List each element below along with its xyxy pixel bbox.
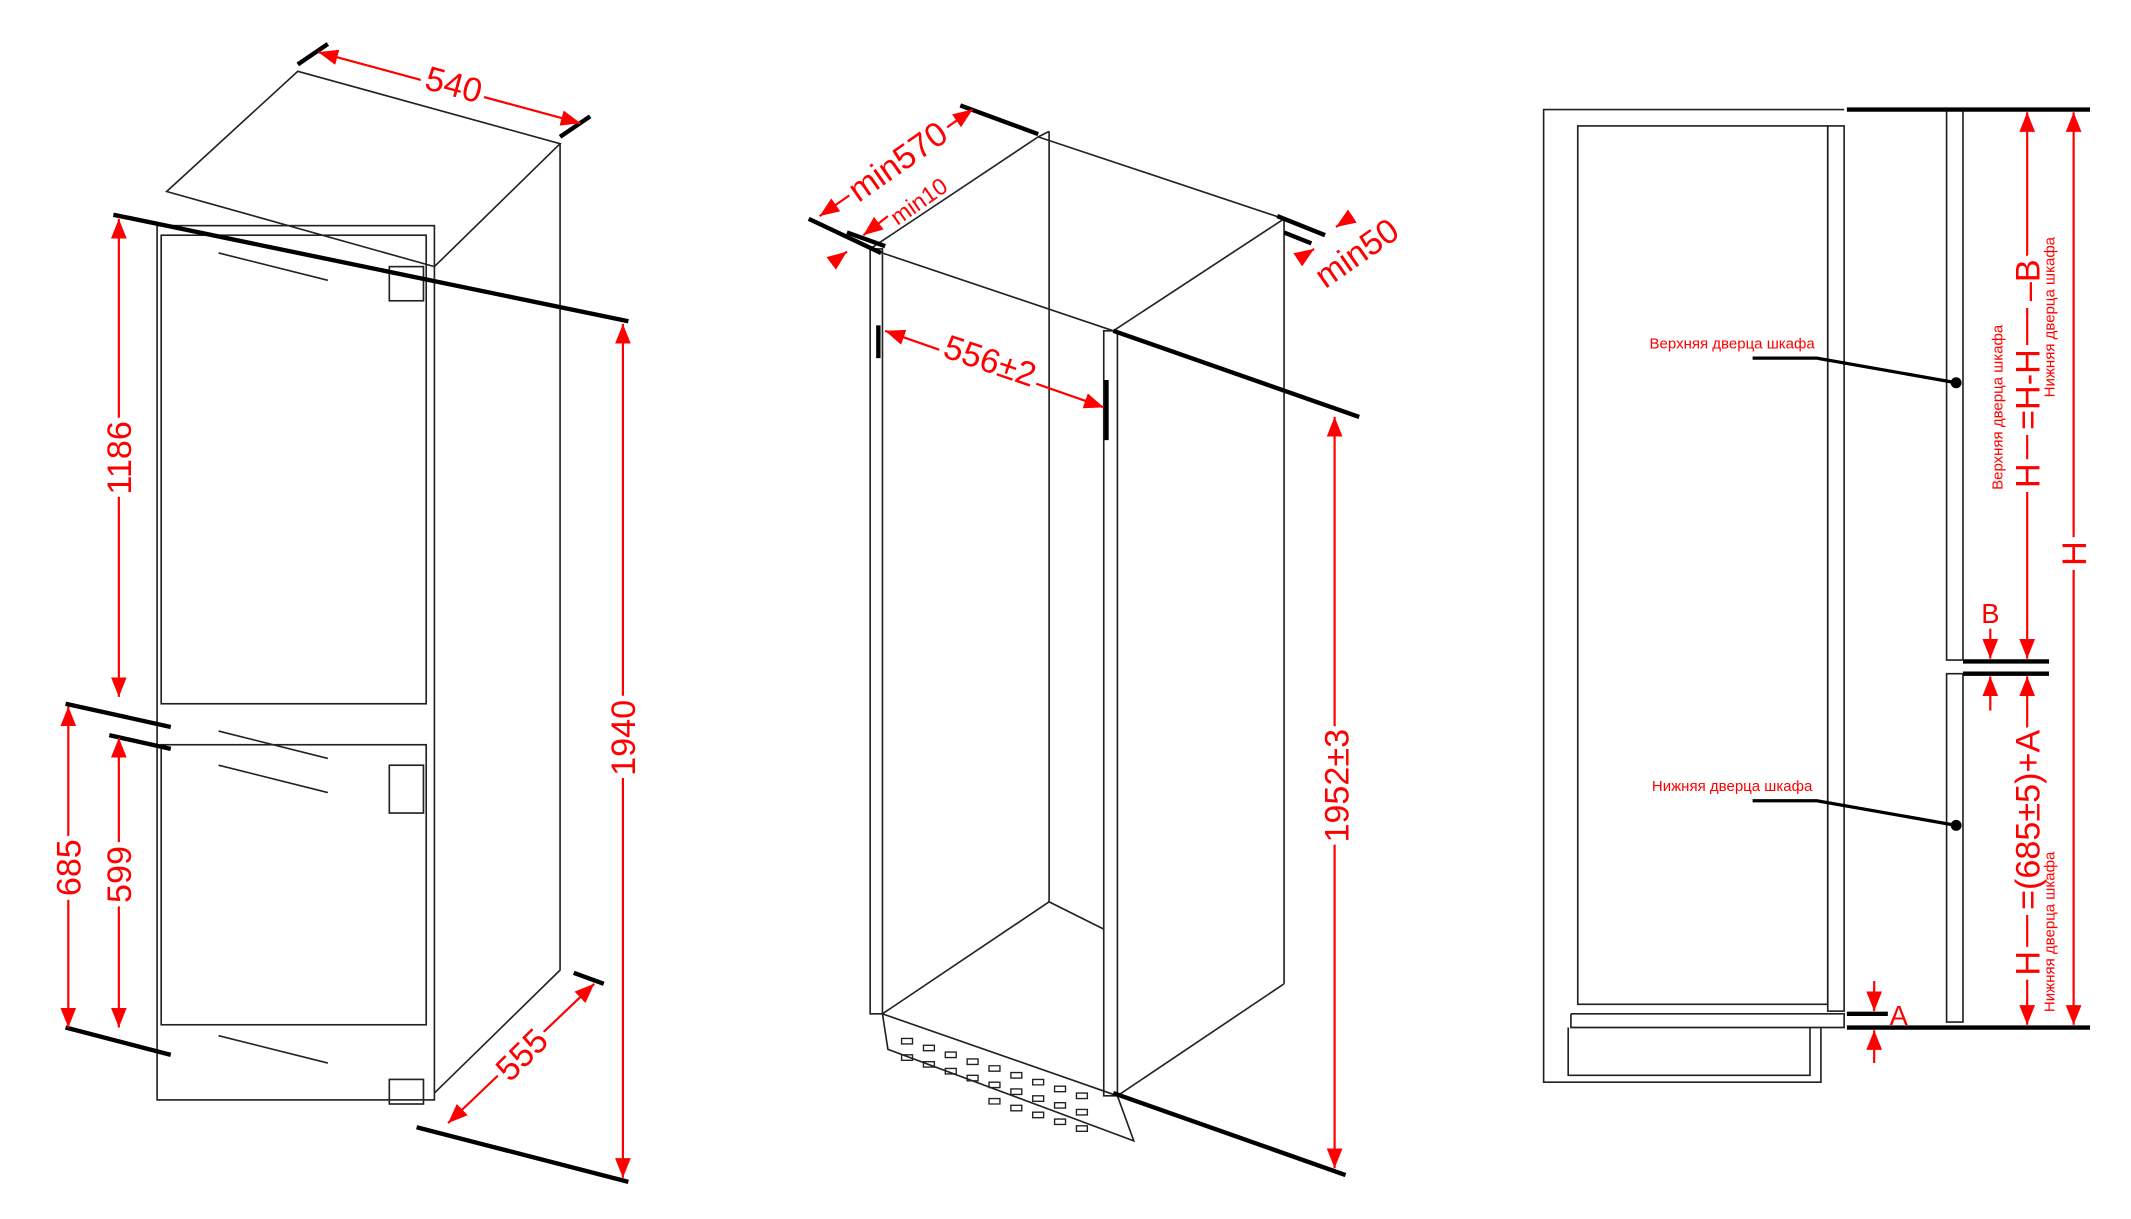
- ventilation-grille: [900, 1037, 1089, 1133]
- total-height-h: H: [2056, 541, 2094, 566]
- dim-599: 599: [101, 846, 139, 903]
- niche-drawing: min570 min10 min50 556±2 1952±3: [807, 103, 1406, 1178]
- dim-685: 685: [51, 839, 89, 896]
- upper-door-callout: Верхняя дверца шкафа: [1650, 336, 1816, 353]
- upper-formula-eq: =H-H: [2009, 349, 2047, 430]
- upper-formula-h: H: [2009, 463, 2047, 488]
- dim-niche-width: 556±2: [939, 328, 1041, 395]
- lower-door-callout: Нижняя дверца шкафа: [1652, 778, 1813, 795]
- lower-formula-sub: Нижняя дверца шкафа: [2042, 851, 2059, 1012]
- dim-width: 540: [421, 60, 486, 111]
- dim-upper-height: 1186: [101, 421, 139, 494]
- upper-formula-minus-b: –B: [2009, 259, 2047, 301]
- dim-total-height: 1940: [605, 700, 643, 776]
- gap-a-label: A: [1890, 1000, 1909, 1031]
- dim-depth: 555: [489, 1022, 556, 1089]
- upper-formula-sub1: Верхняя дверца шкафа: [1990, 324, 2007, 490]
- lower-formula-eq: =(685±5)+A: [2009, 730, 2047, 910]
- fridge-drawing: 540 1186 685 599 1940 555: [45, 42, 649, 1184]
- upper-door: [160, 234, 428, 705]
- upper-formula-sub2: Нижняя дверца шкафа: [2042, 236, 2059, 397]
- dim-top-gap: min50: [1308, 211, 1406, 295]
- gap-b-label: B: [1981, 598, 1999, 629]
- dim-niche-height: 1952±3: [1318, 729, 1356, 843]
- lower-door: [160, 743, 428, 1026]
- lower-cabinet-door: [1945, 672, 1964, 1023]
- side-view-drawing: Верхняя дверца шкафа Нижняя дверца шкафа…: [1542, 107, 2101, 1083]
